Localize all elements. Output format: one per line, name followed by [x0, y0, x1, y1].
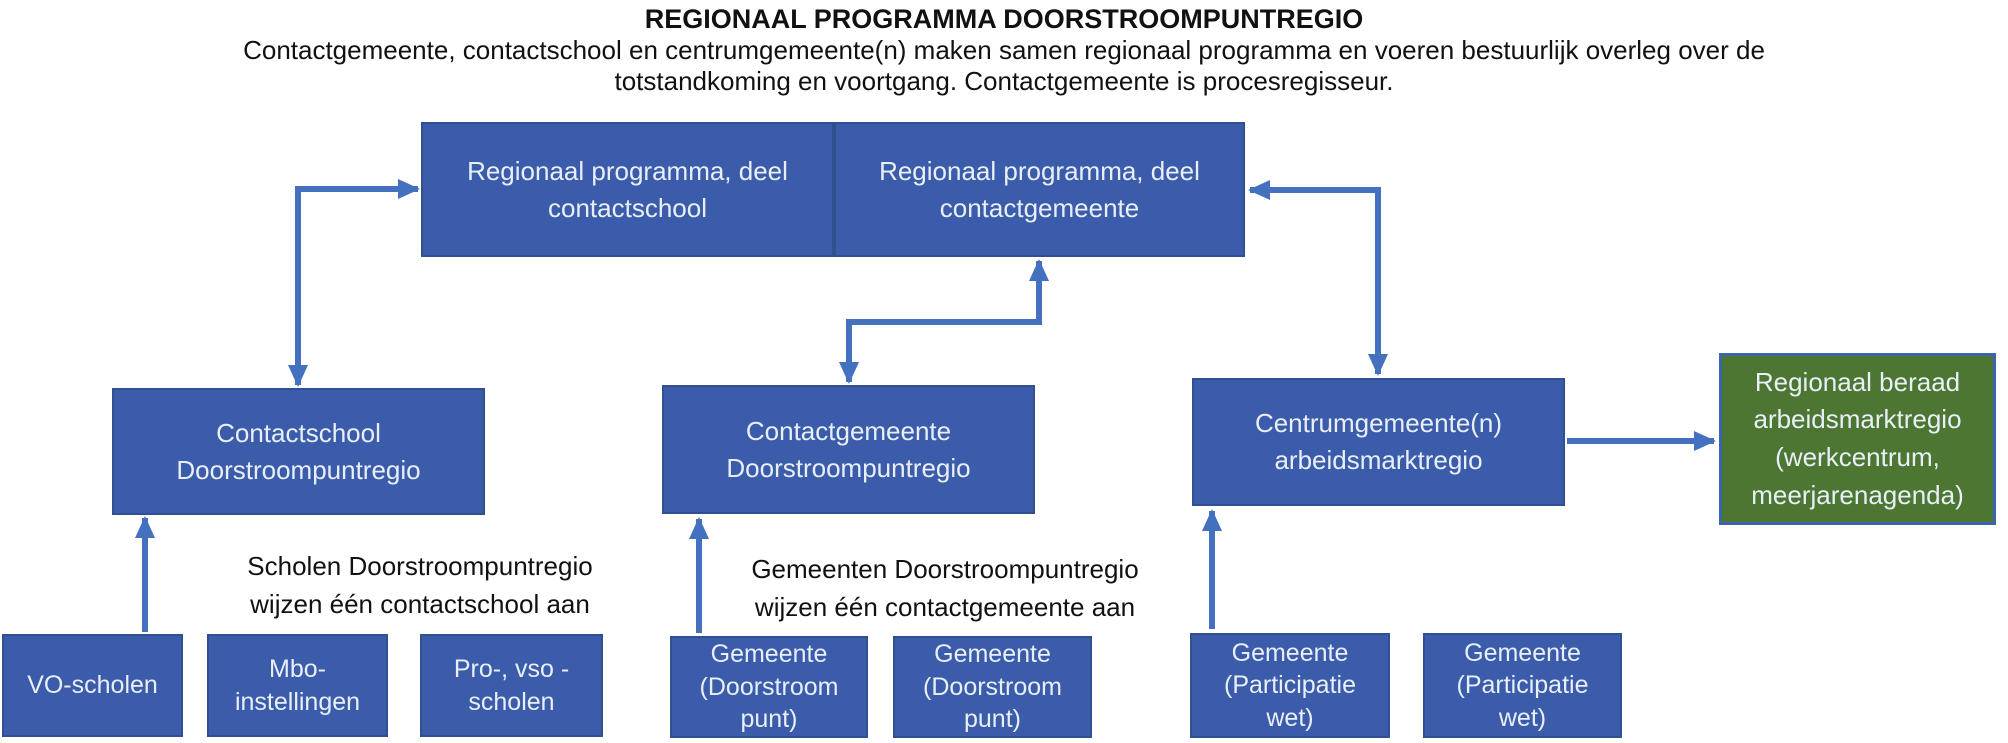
- node-text-line: meerjarenagenda): [1751, 479, 1964, 510]
- node-regionaal-programma-deel-contactgemeente: Regionaal programma, deel contactgemeent…: [834, 122, 1245, 257]
- connector-contactschool-programma: [288, 179, 420, 387]
- node-text-line: Pro-, vso -: [453, 655, 570, 683]
- diagram-header: REGIONAAL PROGRAMMA DOORSTROOMPUNTREGIO …: [0, 0, 2008, 97]
- node-text-line: (Participatie: [1456, 671, 1589, 700]
- annotation-gemeenten-doorstroompuntregio: Gemeenten Doorstroompuntregio wijzen één…: [695, 550, 1195, 626]
- annotation-scholen-doorstroompuntregio: Scholen Doorstroompuntregio wijzen één c…: [170, 547, 670, 623]
- connector-programma-contactgemeente: [839, 259, 1049, 384]
- node-text-line: Mbo-: [269, 655, 326, 683]
- node-text-line: Gemeente: [1231, 638, 1349, 667]
- annotation-line: wijzen één contactschool aan: [250, 589, 590, 619]
- node-text-line: Centrumgemeente(n): [1254, 408, 1503, 439]
- node-text-line: instellingen: [234, 687, 361, 716]
- node-text-line: Doorstroompuntregio: [726, 452, 971, 483]
- node-text-line: Regionaal programma, deel: [467, 155, 788, 186]
- node-text-line: Gemeente: [710, 640, 828, 669]
- subtitle-line-2: totstandkoming en voortgang. Contactgeme…: [614, 66, 1394, 96]
- node-text-line: scholen: [468, 687, 555, 716]
- node-regionaal-programma-deel-contactschool: Regionaal programma, deel contactschool: [421, 122, 834, 257]
- annotation-line: Gemeenten Doorstroompuntregio: [751, 554, 1139, 584]
- node-gemeente-participatiewet-2: Gemeente (Participatie wet): [1423, 633, 1622, 738]
- node-vo-scholen: VO-scholen: [2, 634, 183, 737]
- node-text-line: Doorstroompuntregio: [176, 454, 421, 485]
- node-text-line: Regionaal programma, deel: [879, 155, 1200, 186]
- page-title: REGIONAAL PROGRAMMA DOORSTROOMPUNTREGIO: [644, 4, 1364, 34]
- node-gemeente-participatiewet-1: Gemeente (Participatie wet): [1190, 633, 1390, 738]
- node-text-line: arbeidsmarktregio: [1274, 445, 1483, 475]
- node-text-line: (Participatie: [1224, 671, 1356, 700]
- node-text-line: wet): [1498, 703, 1547, 732]
- node-mbo-instellingen: Mbo- instellingen: [207, 634, 388, 737]
- node-pro-vso-scholen: Pro-, vso - scholen: [420, 634, 603, 737]
- node-text-line: Gemeente: [934, 640, 1051, 669]
- node-gemeente-doorstroompunt-2: Gemeente (Doorstroom punt): [893, 636, 1092, 738]
- node-text-line: (werkcentrum,: [1775, 442, 1940, 472]
- node-text-line: Contactschool: [216, 417, 381, 448]
- node-gemeente-doorstroompunt-1: Gemeente (Doorstroom punt): [670, 636, 868, 738]
- node-contactschool-doorstroompuntregio: Contactschool Doorstroompuntregio: [112, 388, 485, 515]
- node-text-line: contactgemeente: [939, 192, 1140, 223]
- node-contactgemeente-doorstroompuntregio: Contactgemeente Doorstroompuntregio: [662, 385, 1035, 514]
- connector-programma-centrumgemeente: [1248, 180, 1388, 376]
- node-regionaal-beraad-arbeidsmarktregio: Regionaal beraad arbeidsmarktregio (werk…: [1719, 353, 1996, 525]
- node-text-line: VO-scholen: [27, 671, 158, 700]
- node-text-line: punt): [964, 705, 1021, 734]
- node-text-line: (Doorstroom: [699, 672, 839, 701]
- node-text-line: punt): [740, 705, 798, 734]
- node-text-line: (Doorstroom: [923, 672, 1062, 701]
- node-text-line: Contactgemeente: [745, 415, 952, 446]
- node-text-line: arbeidsmarktregio: [1753, 404, 1962, 435]
- node-text-line: Regionaal beraad: [1754, 366, 1961, 397]
- annotation-line: wijzen één contactgemeente aan: [754, 592, 1136, 622]
- annotation-line: Scholen Doorstroompuntregio: [247, 551, 593, 581]
- node-text-line: Gemeente: [1464, 638, 1581, 667]
- node-centrumgemeente-arbeidsmarktregio: Centrumgemeente(n) arbeidsmarktregio: [1192, 378, 1565, 506]
- node-text-line: wet): [1266, 703, 1314, 732]
- subtitle-line-1: Contactgemeente, contactschool en centru…: [243, 35, 1765, 65]
- node-text-line: contactschool: [548, 192, 707, 223]
